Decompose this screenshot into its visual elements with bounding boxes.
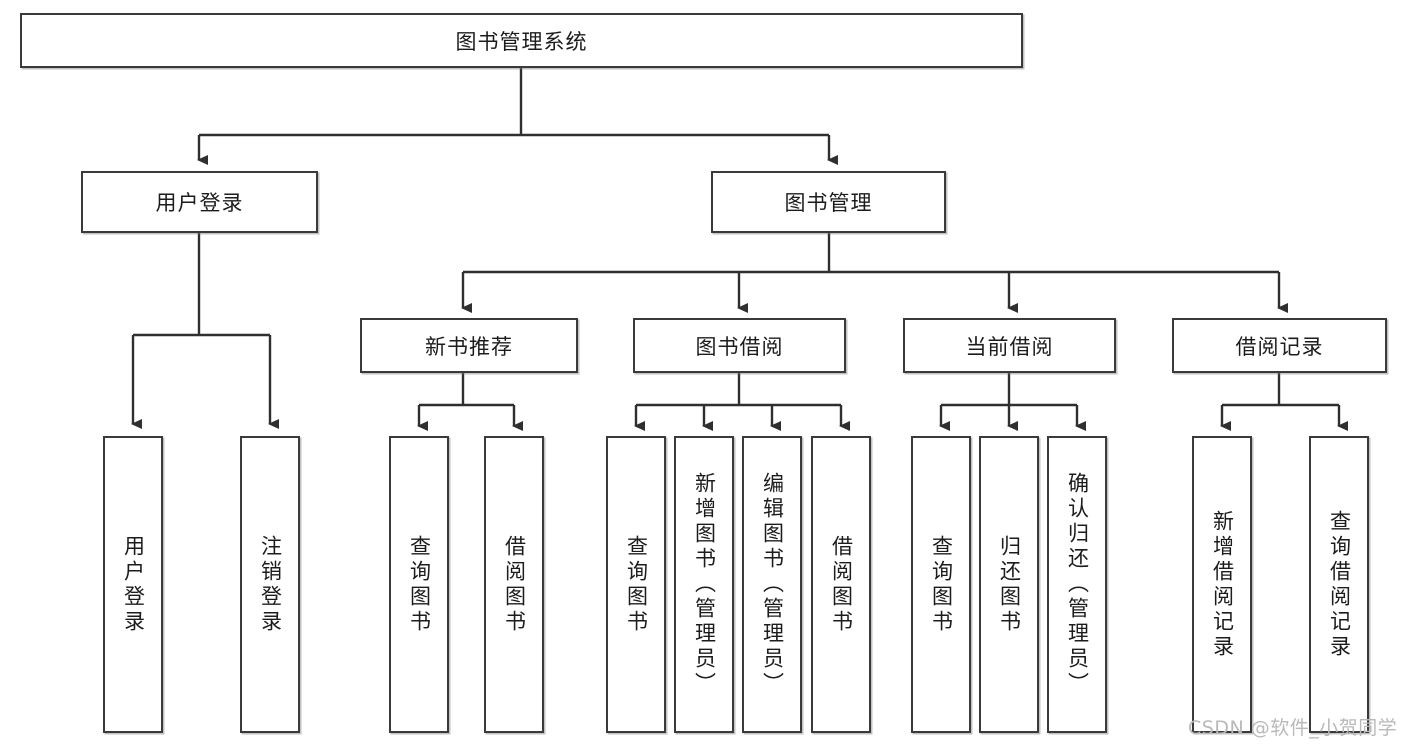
node-book-management[interactable]: 图书管理: [711, 171, 946, 233]
leaf-record-query-record[interactable]: 查询借阅记录: [1309, 436, 1369, 733]
leaf-user-login-logout[interactable]: 注销登录: [240, 436, 300, 733]
node-label: 用户登录: [121, 534, 146, 635]
node-label: 确认归还（管理员）: [1065, 472, 1090, 697]
node-label: 新增图书（管理员）: [692, 472, 717, 697]
node-label: 图书管理系统: [455, 29, 588, 54]
node-label: 查询借阅记录: [1327, 509, 1352, 660]
node-label: 查询图书: [407, 534, 432, 635]
node-label: 图书借阅: [695, 334, 784, 359]
leaf-current-query-book[interactable]: 查询图书: [911, 436, 971, 733]
node-label: 新书推荐: [425, 334, 513, 359]
node-label: 编辑图书（管理员）: [760, 472, 785, 697]
leaf-user-login-login[interactable]: 用户登录: [103, 436, 163, 733]
leaf-new-book-borrow[interactable]: 借阅图书: [484, 436, 544, 733]
node-label: 注销登录: [258, 534, 283, 635]
leaf-borrow-add-book-admin[interactable]: 新增图书（管理员）: [674, 436, 734, 733]
node-label: 查询图书: [624, 534, 649, 635]
node-label: 归还图书: [997, 534, 1022, 635]
node-label: 借阅记录: [1235, 334, 1324, 359]
leaf-borrow-edit-book-admin[interactable]: 编辑图书（管理员）: [742, 436, 802, 733]
node-label: 图书管理: [784, 191, 873, 215]
leaf-current-return-book[interactable]: 归还图书: [979, 436, 1039, 733]
leaf-current-confirm-return-admin[interactable]: 确认归还（管理员）: [1047, 436, 1107, 733]
node-label: 当前借阅: [965, 334, 1054, 359]
node-label: 新增借阅记录: [1210, 509, 1235, 660]
leaf-new-book-query[interactable]: 查询图书: [389, 436, 449, 733]
leaf-borrow-borrow-book[interactable]: 借阅图书: [811, 436, 871, 733]
node-book-borrow[interactable]: 图书借阅: [633, 318, 846, 373]
node-borrow-record[interactable]: 借阅记录: [1172, 318, 1387, 373]
node-label: 查询图书: [929, 534, 954, 635]
node-current-borrow[interactable]: 当前借阅: [903, 318, 1116, 373]
node-new-book-recommend[interactable]: 新书推荐: [360, 318, 578, 373]
node-label: 用户登录: [155, 191, 244, 215]
node-label: 借阅图书: [502, 534, 527, 635]
node-label: 借阅图书: [829, 534, 854, 635]
leaf-record-add-record[interactable]: 新增借阅记录: [1192, 436, 1252, 733]
csdn-watermark: CSDN @软件_小贺同学: [1188, 717, 1398, 739]
node-user-login[interactable]: 用户登录: [81, 171, 318, 233]
leaf-borrow-query-book[interactable]: 查询图书: [606, 436, 666, 733]
node-root-book-management-system[interactable]: 图书管理系统: [20, 13, 1023, 68]
